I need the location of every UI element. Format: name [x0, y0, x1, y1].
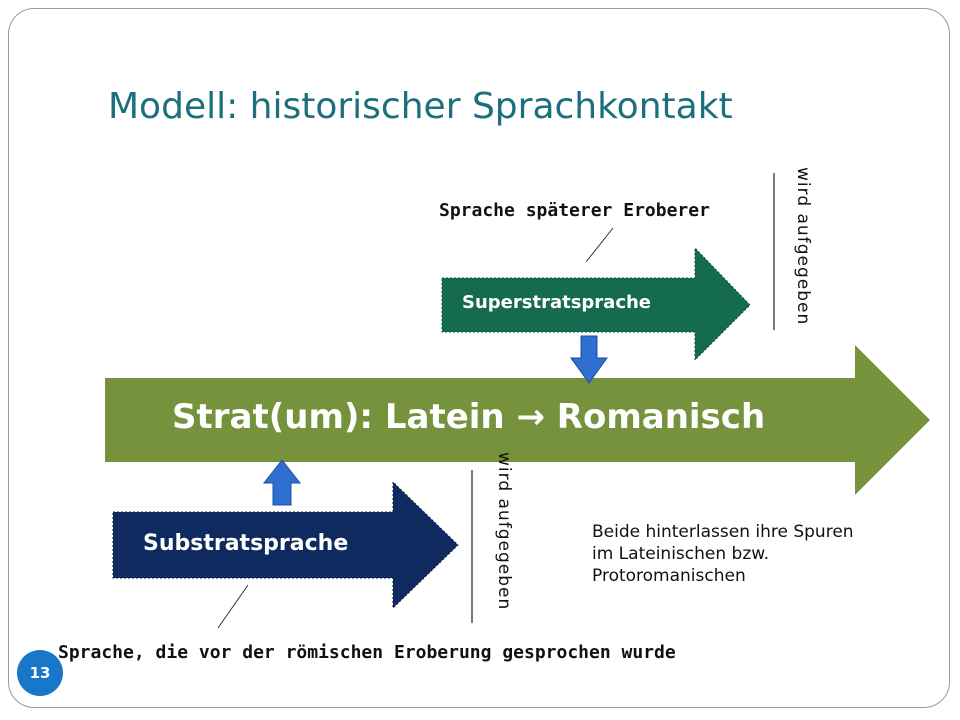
- note-line-1: Beide hinterlassen ihre Spuren: [592, 522, 854, 542]
- slide-frame: [8, 8, 950, 708]
- slide-title: Modell: historischer Sprachkontakt: [108, 86, 733, 127]
- superstrat-influence-arrow: [570, 335, 608, 384]
- superstrat-label: Superstratsprache: [462, 292, 652, 313]
- substrat-label: Substratsprache: [143, 531, 349, 556]
- page-number-badge: 13: [17, 650, 63, 696]
- superstrat-caption: Sprache späterer Eroberer: [439, 200, 710, 221]
- substrat-abandoned-label: wird aufgegeben: [494, 452, 514, 611]
- substrat-caption-leader: [217, 584, 249, 629]
- note-text: Beide hinterlassen ihre Spuren im Latein…: [592, 521, 854, 587]
- main-arrow-label: Strat(um): Latein → Romanisch: [172, 397, 766, 437]
- substrat-caption: Sprache, die vor der römischen Eroberung…: [58, 642, 676, 663]
- note-line-2: im Lateinischen bzw.: [592, 544, 769, 564]
- substrat-arrow: [112, 480, 459, 610]
- superstrat-caption-leader: [585, 227, 614, 263]
- superstrat-abandoned-label: wird aufgegeben: [793, 167, 813, 326]
- note-line-3: Protoromanischen: [592, 566, 746, 586]
- superstrat-arrow: [441, 246, 751, 362]
- substrat-influence-arrow: [262, 459, 302, 506]
- main-stratum-arrow: [105, 345, 930, 495]
